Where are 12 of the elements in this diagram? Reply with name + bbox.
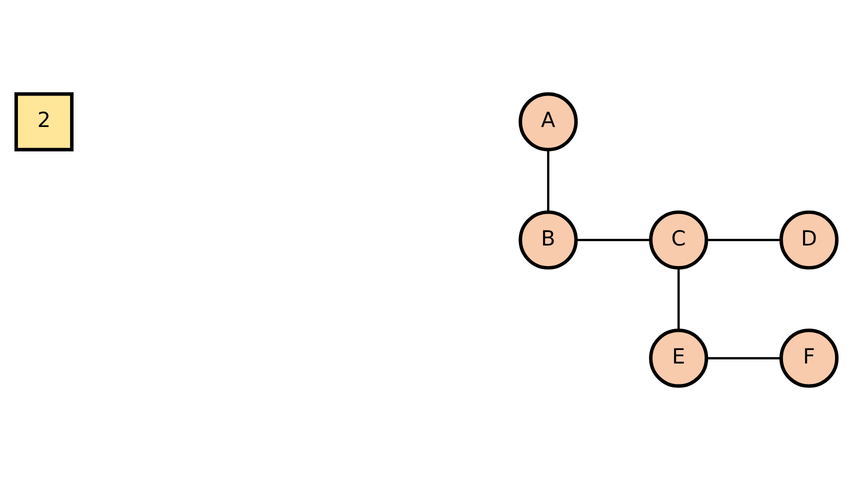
node-circle: C xyxy=(649,210,708,270)
connector xyxy=(706,357,781,360)
node-box: 2 xyxy=(14,92,74,152)
connector xyxy=(576,238,651,242)
node-circle: F xyxy=(779,328,839,388)
connector xyxy=(547,150,550,212)
node-circle: B xyxy=(518,210,578,270)
node-circle: E xyxy=(649,328,708,388)
node-circle: D xyxy=(779,210,839,270)
connector xyxy=(706,238,781,242)
connector xyxy=(677,268,680,330)
node-circle: A xyxy=(518,92,578,152)
